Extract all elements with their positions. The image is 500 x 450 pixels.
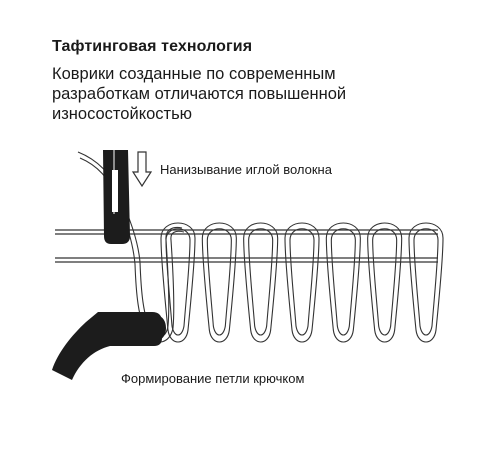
- hook-icon: [52, 312, 166, 380]
- hook-label: Формирование петли крючком: [121, 371, 305, 386]
- fiber-loop-inner: [372, 228, 398, 336]
- fiber-loop-outer: [201, 222, 237, 343]
- fiber-loop: [160, 222, 196, 343]
- description-line-3: износостойкостью: [52, 105, 193, 123]
- fiber-loop: [367, 222, 403, 343]
- fiber-loop-outer: [160, 222, 196, 343]
- hook-body: [52, 312, 162, 380]
- needle-eye: [112, 170, 118, 212]
- fiber-loop: [243, 222, 279, 343]
- fiber-loop-inner: [165, 228, 191, 336]
- diagram-title: Тафтинговая технология: [52, 38, 253, 55]
- fiber-loops: [160, 222, 444, 343]
- needle-icon: [103, 150, 130, 244]
- fiber-loop-outer: [325, 222, 361, 343]
- fiber-loop: [325, 222, 361, 343]
- fiber-loop: [408, 222, 444, 343]
- fiber-loop: [201, 222, 237, 343]
- fiber-loop-inner: [330, 228, 356, 336]
- fiber-loop: [284, 222, 320, 343]
- fiber-loop-inner: [248, 228, 274, 336]
- fiber-loop-inner: [206, 228, 232, 336]
- diagram-description: Коврики созданные по современным разрабо…: [52, 64, 452, 124]
- fiber-loop-inner: [289, 228, 315, 336]
- down-arrow-icon: [131, 151, 153, 188]
- description-line-2: разработкам отличаются повышенной: [52, 85, 347, 103]
- fiber-loop-outer: [284, 222, 320, 343]
- fiber-loop-outer: [243, 222, 279, 343]
- fiber-loop-inner: [413, 228, 439, 336]
- fiber-loop-outer: [367, 222, 403, 343]
- needle-label: Нанизывание иглой волокна: [160, 162, 332, 177]
- fiber-loop-outer: [408, 222, 444, 343]
- hook-tip: [150, 316, 166, 340]
- description-line-1: Коврики созданные по современным: [52, 65, 336, 83]
